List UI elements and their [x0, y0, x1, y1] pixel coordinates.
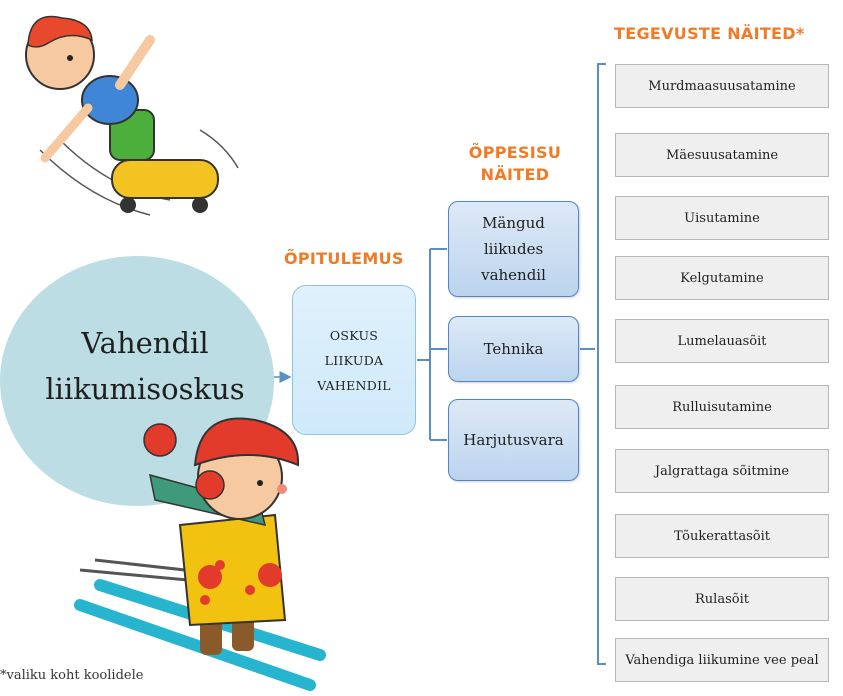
content-games-line-2: liikudes: [483, 240, 544, 258]
activity-box: Rulluisutamine: [615, 385, 829, 429]
footnote: *valiku koht koolidele: [0, 668, 144, 683]
activity-box: Murdmaasuusatamine: [615, 64, 829, 108]
main-skill-label: Vahendil liikumisoskus: [20, 320, 270, 412]
child-skiing-illustration: [74, 417, 326, 691]
main-skill-line-2: liikumisoskus: [45, 372, 245, 406]
bracket-outcome-to-content: [417, 248, 447, 441]
bracket-content-to-activities: [580, 63, 606, 665]
content-games-line-3: vahendil: [481, 266, 546, 284]
outcome-box: OSKUS LIIKUDA VAHENDIL: [292, 285, 416, 435]
activity-box: Lumelauasõit: [615, 319, 829, 363]
main-skill-line-1: Vahendil: [81, 326, 209, 360]
boy-skateboard-illustration: [25, 15, 239, 216]
activity-box: Jalgrattaga sõitmine: [615, 449, 829, 493]
activity-box: Mäesuusatamine: [615, 133, 829, 177]
content-exercises-label: Harjutusvara: [463, 431, 564, 449]
content-box-exercises: Harjutusvara: [448, 399, 579, 481]
heading-content: ÕPPESISU NÄITED: [468, 143, 562, 184]
content-box-technique: Tehnika: [448, 316, 579, 382]
activity-box: Kelgutamine: [615, 256, 829, 300]
outcome-line-3: VAHENDIL: [317, 377, 391, 393]
activity-box: Tõukerattasõit: [615, 514, 829, 558]
content-technique-label: Tehnika: [483, 340, 544, 358]
outcome-line-1: OSKUS: [329, 327, 379, 343]
outcome-line-2: LIIKUDA: [324, 352, 384, 368]
heading-outcome: ÕPITULEMUS: [284, 249, 404, 268]
activity-box: Vahendiga liikumine vee peal: [615, 638, 829, 682]
heading-activities: TEGEVUSTE NÄITED*: [614, 24, 805, 43]
content-games-line-1: Mängud: [482, 214, 545, 232]
content-box-games: Mängud liikudes vahendil: [448, 201, 579, 297]
activity-box: Uisutamine: [615, 196, 829, 240]
activity-box: Rulasõit: [615, 577, 829, 621]
